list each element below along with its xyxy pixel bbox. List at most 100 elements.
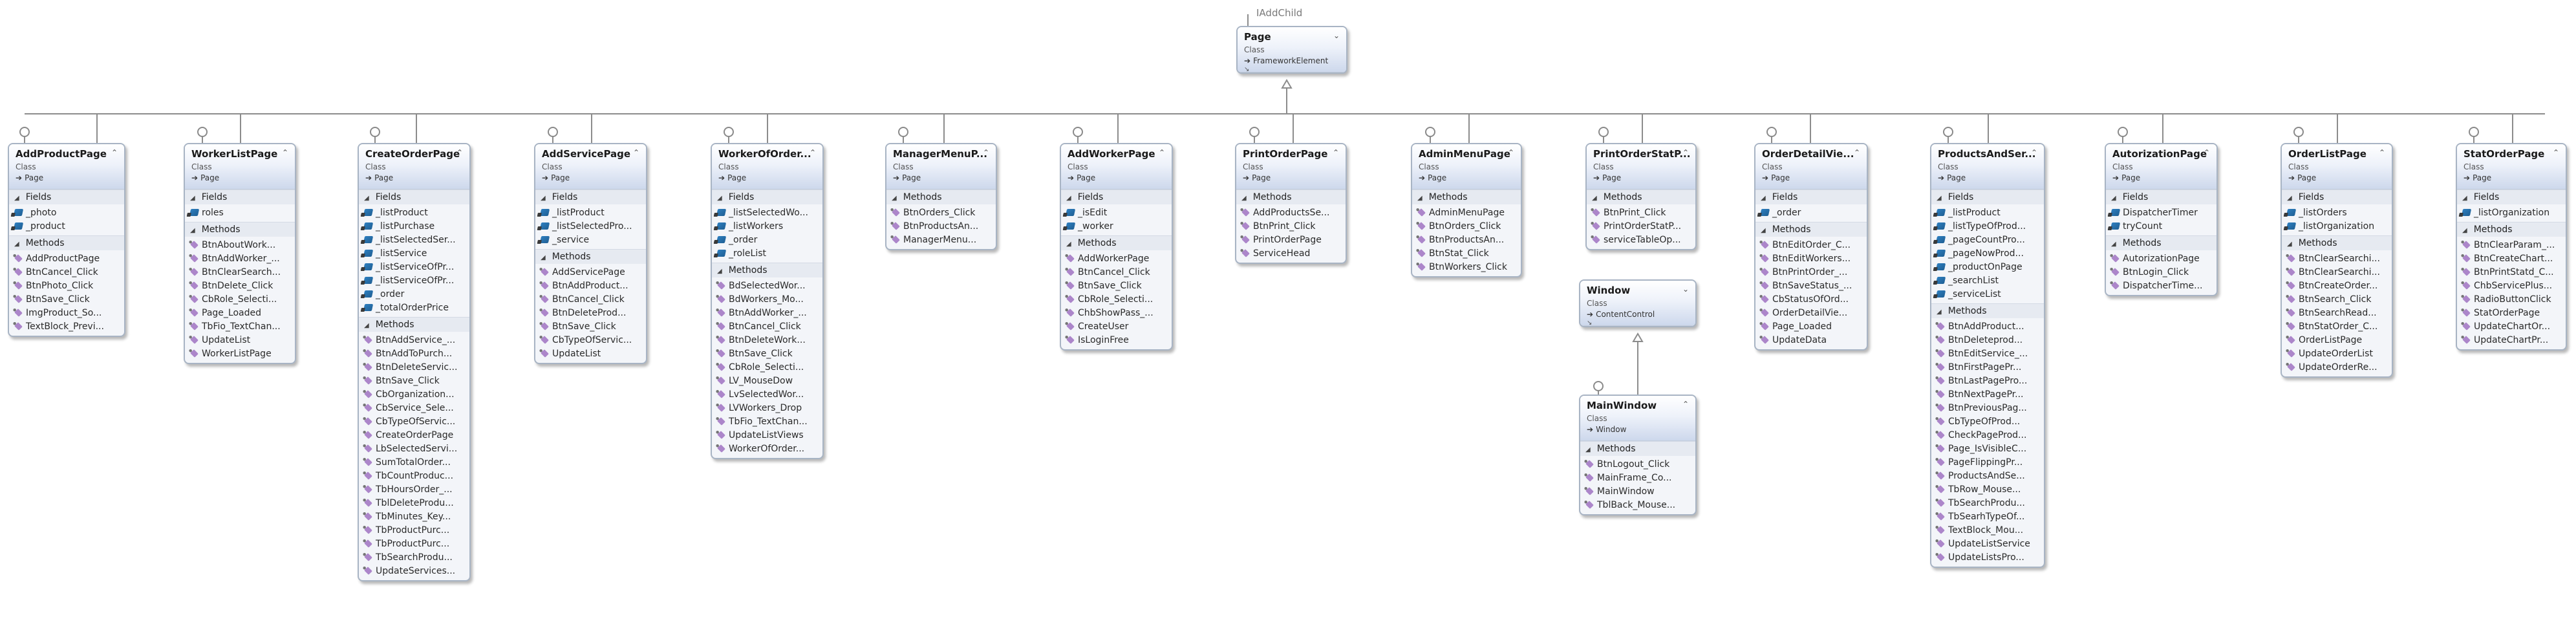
methods-section-header[interactable]: ◢Methods [1061, 235, 1172, 250]
field-item[interactable]: _order [712, 233, 822, 246]
method-item[interactable]: AddProductPage [9, 252, 124, 265]
method-item[interactable]: TbSearchProdu... [1931, 496, 2044, 510]
method-item[interactable]: MainWindow [1580, 484, 1695, 498]
method-item[interactable]: CbService_Sele... [359, 401, 469, 415]
method-item[interactable]: BtnLogout_Click [1580, 457, 1695, 471]
method-item[interactable]: BtnAddWorker_... [185, 252, 295, 265]
method-item[interactable]: BtnClearSearch... [185, 265, 295, 279]
method-item[interactable]: BtnProductsAn... [1412, 233, 1521, 246]
field-item[interactable]: _listSelectedPro... [535, 219, 646, 233]
method-item[interactable]: UpdateListsPro... [1931, 550, 2044, 564]
method-item[interactable]: BdSelectedWor... [712, 279, 822, 292]
methods-section-header[interactable]: ◢Methods [1587, 190, 1695, 204]
collapse-chevron-icon[interactable]: ⌃ [1853, 148, 1861, 157]
field-item[interactable]: _listSelectedSer... [359, 233, 469, 246]
method-item[interactable]: BtnStat_Click [1412, 246, 1521, 260]
method-item[interactable]: UpdateChartOr... [2457, 320, 2566, 333]
method-item[interactable]: BtnAddProduct... [1931, 320, 2044, 333]
method-item[interactable]: BtnFirstPagePr... [1931, 360, 2044, 374]
fields-section-header[interactable]: ◢Fields [1061, 190, 1172, 204]
methods-section-header[interactable]: ◢Methods [2106, 235, 2216, 250]
field-item[interactable]: _listOrganization [2457, 206, 2566, 219]
method-item[interactable]: serviceTableOp... [1587, 233, 1695, 246]
method-item[interactable]: TblBack_Mouse... [1580, 498, 1695, 512]
method-item[interactable]: BtnAddService_... [359, 333, 469, 347]
method-item[interactable]: CbTypeOfServic... [359, 415, 469, 428]
method-item[interactable]: BtnSaveStatus_... [1755, 279, 1867, 292]
methods-section-header[interactable]: ◢Methods [9, 235, 124, 250]
method-item[interactable]: CheckPageProd... [1931, 428, 2044, 442]
method-item[interactable]: AutorizationPage [2106, 252, 2216, 265]
method-item[interactable]: BtnClearSearchi... [2282, 252, 2392, 265]
method-item[interactable]: PrintOrderStatP... [1587, 219, 1695, 233]
method-item[interactable]: BtnSave_Click [712, 347, 822, 360]
method-item[interactable]: BtnEditWorkers... [1755, 252, 1867, 265]
method-item[interactable]: BtnEditService_... [1931, 347, 2044, 360]
method-item[interactable]: BtnCreateOrder... [2282, 279, 2392, 292]
collapse-chevron-icon[interactable]: ⌃ [1332, 148, 1340, 157]
methods-section-header[interactable]: ◢Methods [185, 222, 295, 237]
method-item[interactable]: PageFlippingPr... [1931, 455, 2044, 469]
method-item[interactable]: AddProductsSe... [1236, 206, 1346, 219]
method-item[interactable]: BtnClearSearchi... [2282, 265, 2392, 279]
fields-section-header[interactable]: ◢Fields [1755, 190, 1867, 204]
method-item[interactable]: UpdateChartPr... [2457, 333, 2566, 347]
fields-section-header[interactable]: ◢Fields [712, 190, 822, 204]
method-item[interactable]: Page_IsVisibleC... [1931, 442, 2044, 455]
method-item[interactable]: CbRole_Selecti... [1061, 292, 1172, 306]
method-item[interactable]: CreateOrderPage [359, 428, 469, 442]
method-item[interactable]: BtnProductsAn... [886, 219, 996, 233]
collapse-chevron-icon[interactable]: ⌃ [982, 148, 990, 157]
method-item[interactable]: BtnSave_Click [359, 374, 469, 387]
method-item[interactable]: UpdateList [185, 333, 295, 347]
collapse-chevron-icon[interactable]: ⌄ [1682, 285, 1690, 294]
fields-section-header[interactable]: ◢Fields [359, 190, 469, 204]
collapse-chevron-icon[interactable]: ⌄ [1333, 31, 1340, 40]
field-item[interactable]: _listService [359, 246, 469, 260]
method-item[interactable]: TbProductPurc... [359, 537, 469, 550]
method-item[interactable]: PrintOrderPage [1236, 233, 1346, 246]
method-item[interactable]: BtnDeleteServic... [359, 360, 469, 374]
method-item[interactable]: UpdateList [535, 347, 646, 360]
fields-section-header[interactable]: ◢Fields [2106, 190, 2216, 204]
method-item[interactable]: TbSearchProdu... [359, 550, 469, 564]
fields-section-header[interactable]: ◢Fields [9, 190, 124, 204]
method-item[interactable]: BtnCancel_Click [9, 265, 124, 279]
field-item[interactable]: tryCount [2106, 219, 2216, 233]
method-item[interactable]: BtnSearchRead... [2282, 306, 2392, 320]
collapse-chevron-icon[interactable]: ⌃ [281, 148, 289, 157]
field-item[interactable]: _order [1755, 206, 1867, 219]
method-item[interactable]: BtnNextPagePr... [1931, 387, 2044, 401]
field-item[interactable]: _listServiceOfPr... [359, 260, 469, 274]
method-item[interactable]: MainFrame_Co... [1580, 471, 1695, 484]
method-item[interactable]: BtnPrintStatd_C... [2457, 265, 2566, 279]
field-item[interactable]: _listSelectedWo... [712, 206, 822, 219]
method-item[interactable]: BtnAddProduct... [535, 279, 646, 292]
method-item[interactable]: ChbServicePlus... [2457, 279, 2566, 292]
method-item[interactable]: BtnCreateChart... [2457, 252, 2566, 265]
field-item[interactable]: _listPurchase [359, 219, 469, 233]
method-item[interactable]: BdWorkers_Mo... [712, 292, 822, 306]
method-item[interactable]: BtnDeleteWork... [712, 333, 822, 347]
field-item[interactable]: _serviceList [1931, 287, 2044, 301]
method-item[interactable]: AdminMenuPage [1412, 206, 1521, 219]
method-item[interactable]: TbRow_Mouse... [1931, 482, 2044, 496]
field-item[interactable]: _productOnPage [1931, 260, 2044, 274]
method-item[interactable]: CbRole_Selecti... [185, 292, 295, 306]
collapse-chevron-icon[interactable]: ⌃ [456, 148, 464, 157]
method-item[interactable]: TbFio_TextChan... [185, 320, 295, 333]
method-item[interactable]: UpdateData [1755, 333, 1867, 347]
field-item[interactable]: _listOrganization [2282, 219, 2392, 233]
methods-section-header[interactable]: ◢Methods [359, 317, 469, 332]
collapse-chevron-icon[interactable]: ⌃ [2203, 148, 2211, 157]
field-item[interactable]: _order [359, 287, 469, 301]
method-item[interactable]: CbStatusOfOrd... [1755, 292, 1867, 306]
